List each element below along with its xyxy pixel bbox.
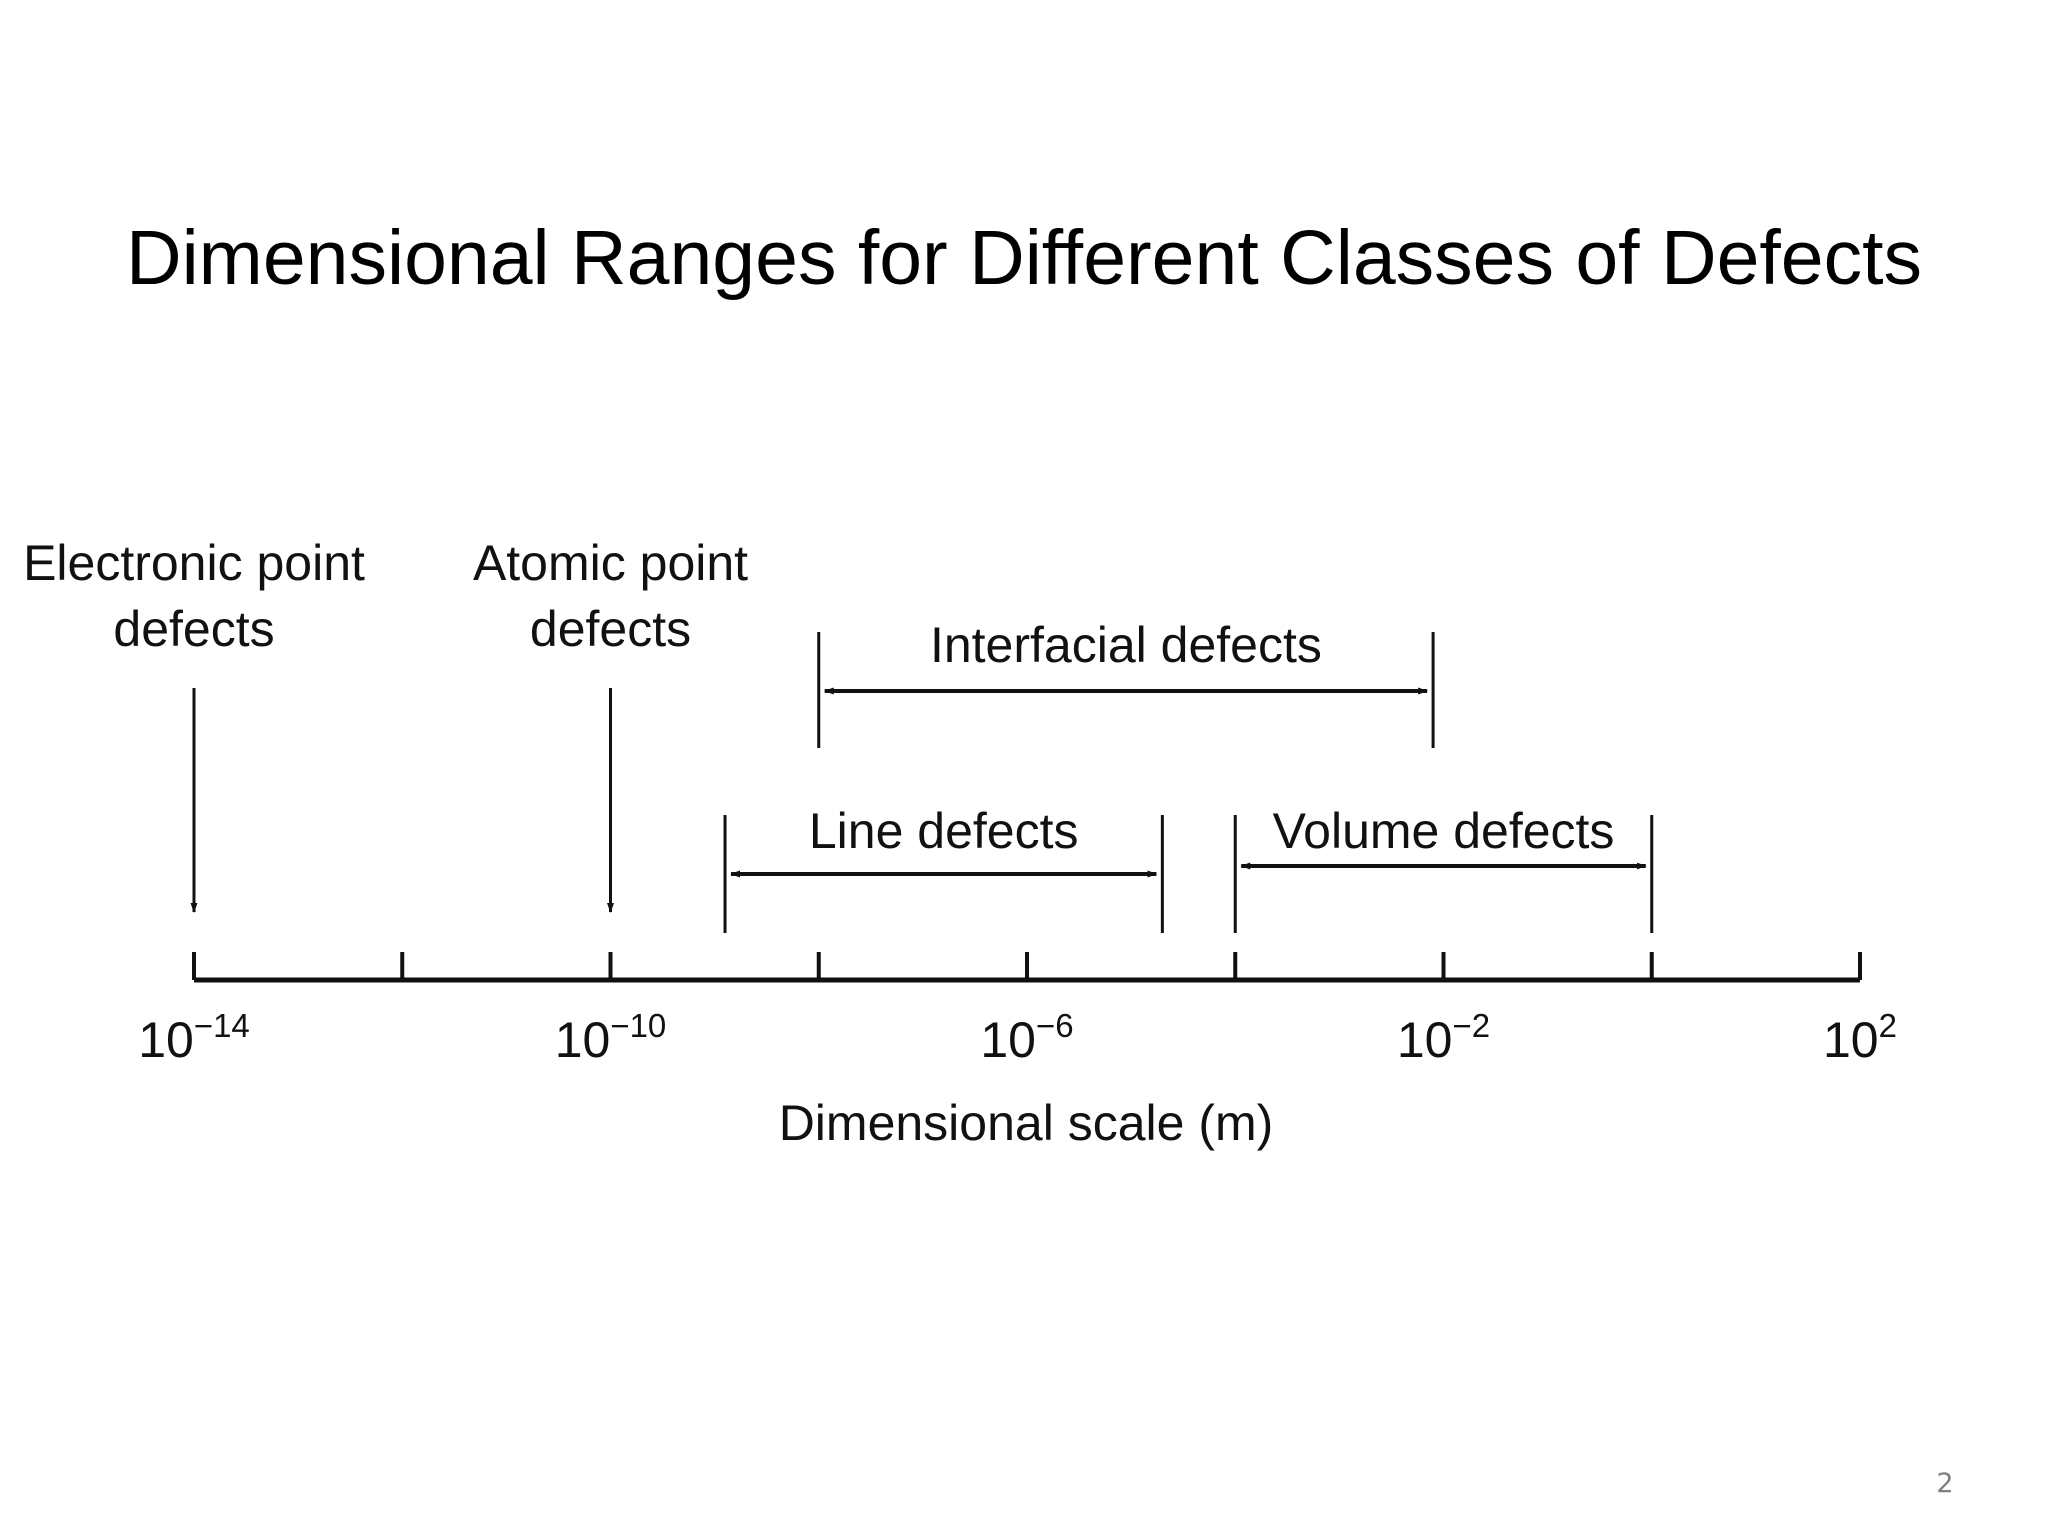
axis-tick-labels: 10−14 10−10 10−6 10−2 102	[138, 1007, 1897, 1068]
range-defect: Line defects	[723, 803, 1164, 933]
axis-label: Dimensional scale (m)	[779, 1095, 1274, 1151]
range-defect-label: Volume defects	[1273, 803, 1615, 859]
point-defect-label-line1: Atomic point	[473, 535, 748, 591]
tick-label: 10−6	[980, 1007, 1073, 1068]
axis-ticks	[192, 952, 1862, 980]
point-defect: Atomic point defects	[473, 535, 748, 913]
point-defect: Electronic point defects	[23, 535, 365, 913]
range-defect-label: Interfacial defects	[930, 617, 1322, 673]
tick-label: 10−2	[1397, 1007, 1490, 1068]
point-defects: Electronic point defects Atomic point defec…	[23, 535, 748, 913]
scale-axis: 10−14 10−10 10−6 10−2 102 Dimensional scale …	[138, 952, 1897, 1151]
tick-label: 10−14	[138, 1007, 250, 1068]
slide-title: Dimensional Ranges for Different Classes…	[125, 215, 1923, 301]
tick-label: 102	[1823, 1007, 1897, 1068]
point-defect-label-line1: Electronic point	[23, 535, 365, 591]
range-defect-label: Line defects	[809, 803, 1079, 859]
page-number: 2	[1936, 1468, 1954, 1499]
range-defect: Interfacial defects	[817, 617, 1435, 748]
point-defect-label-line2: defects	[530, 601, 691, 657]
point-defect-label-line2: defects	[113, 601, 274, 657]
tick-label: 10−10	[555, 1007, 667, 1068]
range-defect: Volume defects	[1233, 803, 1654, 933]
